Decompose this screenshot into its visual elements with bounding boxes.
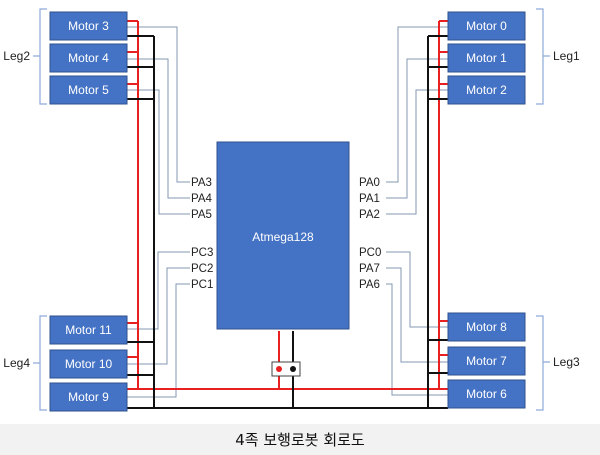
motor-0-box: Motor 0 xyxy=(447,11,526,41)
power-connector xyxy=(271,361,301,377)
motor-5-box: Motor 5 xyxy=(49,75,128,105)
gnd-terminal xyxy=(290,366,296,372)
leg2-label: Leg2 xyxy=(3,49,30,63)
pin-label-pa7: PA7 xyxy=(359,263,380,275)
pin-label-pa2: PA2 xyxy=(359,209,380,221)
motor-6-label: Motor 6 xyxy=(466,387,507,401)
pin-label-pa3: PA3 xyxy=(191,177,212,189)
motor-11-box: Motor 11 xyxy=(49,315,128,345)
motor-4-box: Motor 4 xyxy=(49,43,128,73)
leg4-bracket xyxy=(33,315,47,411)
pin-label-pc2: PC2 xyxy=(191,263,213,275)
pin-label-pa0: PA0 xyxy=(359,177,380,189)
motor-1-label: Motor 1 xyxy=(466,51,507,65)
motor-7-label: Motor 7 xyxy=(466,354,507,368)
motor-5-label: Motor 5 xyxy=(68,83,109,97)
pin-label-pa1: PA1 xyxy=(359,193,380,205)
motor-9-box: Motor 9 xyxy=(49,382,128,412)
wire-motor4-pa4 xyxy=(127,58,190,199)
motor-2-box: Motor 2 xyxy=(447,75,526,105)
leg3-label: Leg3 xyxy=(553,355,580,369)
caption-bar: 4족 보행로봇 회로도 xyxy=(0,424,600,455)
leg4-label: Leg4 xyxy=(3,356,30,370)
motor-10-box: Motor 10 xyxy=(49,349,128,379)
motor-0-label: Motor 0 xyxy=(466,19,507,33)
motor-1-box: Motor 1 xyxy=(447,43,526,73)
motor-2-label: Motor 2 xyxy=(466,83,507,97)
leg1-bracket xyxy=(536,8,550,105)
pin-label-pc1: PC1 xyxy=(191,279,213,291)
motor-10-label: Motor 10 xyxy=(65,357,113,371)
wire-pa7-motor7 xyxy=(386,267,448,363)
motor-3-label: Motor 3 xyxy=(68,19,109,33)
motor-3-box: Motor 3 xyxy=(49,11,128,41)
motor-7-box: Motor 7 xyxy=(447,346,526,376)
wire-motor5-pa5 xyxy=(127,89,190,215)
motor-8-label: Motor 8 xyxy=(466,320,507,334)
diagram-caption: 4족 보행로봇 회로도 xyxy=(235,431,365,449)
pin-label-pc3: PC3 xyxy=(191,247,213,259)
pin-label-pa6: PA6 xyxy=(359,279,380,291)
vcc-terminal xyxy=(276,366,282,372)
wire-pa6-motor6 xyxy=(386,283,448,396)
leg3-bracket xyxy=(536,315,550,411)
mcu-label: Atmega128 xyxy=(252,230,314,244)
pin-label-pa5: PA5 xyxy=(191,209,212,221)
pin-label-pa4: PA4 xyxy=(191,193,212,205)
motor-9-label: Motor 9 xyxy=(68,390,109,404)
pin-label-pc0: PC0 xyxy=(359,247,381,259)
wire-motor0-pa0 xyxy=(386,26,448,183)
wire-pc3-motor11 xyxy=(127,251,190,330)
motor-4-label: Motor 4 xyxy=(68,51,109,65)
mcu-block: Atmega128 xyxy=(216,141,350,330)
leg2-bracket xyxy=(33,8,47,105)
motor-8-box: Motor 8 xyxy=(447,312,526,342)
motor-6-box: Motor 6 xyxy=(447,379,526,409)
wire-motor2-pa2 xyxy=(386,89,448,215)
wire-pc2-motor10 xyxy=(127,267,190,365)
wire-motor3-pa3 xyxy=(127,26,190,183)
motor-11-label: Motor 11 xyxy=(65,323,112,337)
leg1-label: Leg1 xyxy=(553,49,580,63)
wire-pc1-motor9 xyxy=(127,283,190,398)
